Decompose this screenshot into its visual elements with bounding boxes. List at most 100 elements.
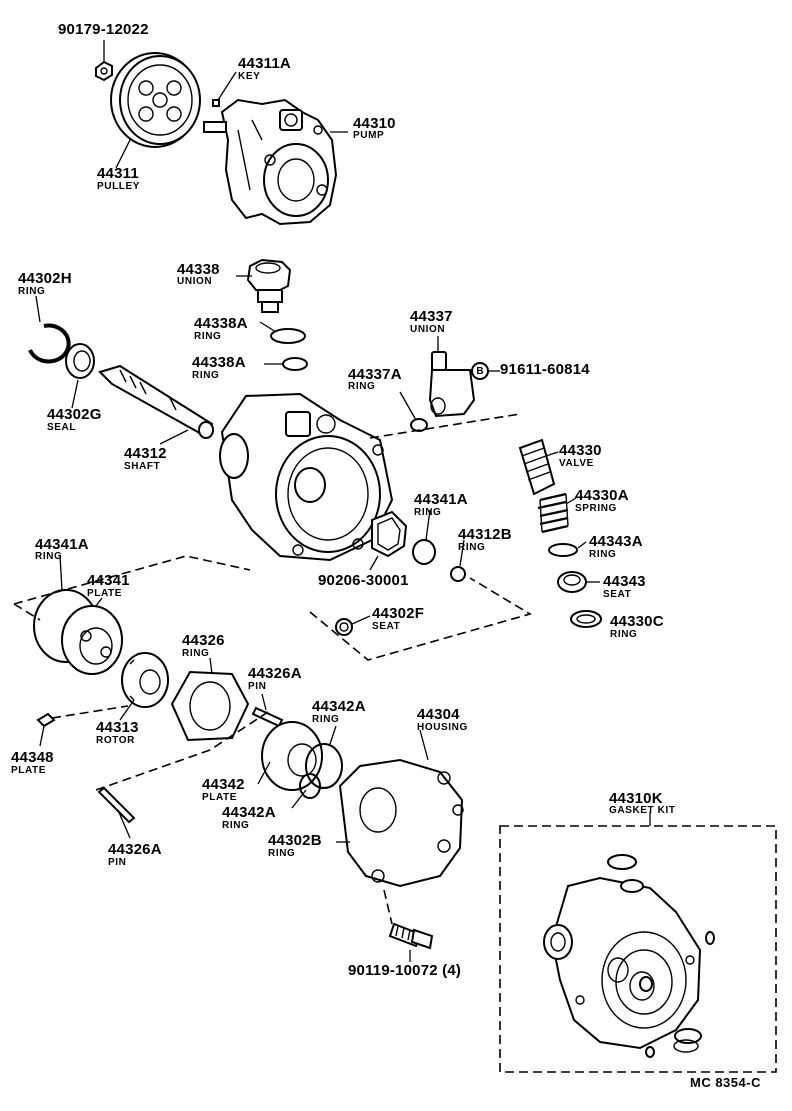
pump-body	[219, 392, 394, 562]
o-ring-44342a-small	[299, 773, 321, 799]
label-part-p13-name: SHAFT	[124, 461, 161, 472]
nut-90179-12022	[95, 60, 113, 82]
label-part-p24-name: PLATE	[87, 588, 123, 599]
label-part-p12-number: 44302G	[47, 406, 102, 423]
gasket-90206-30001	[371, 510, 408, 558]
label-part-p1-number: 90179-12022	[58, 21, 149, 38]
label-part-p11-name: RING	[348, 381, 376, 392]
label-part-p29-name: ROTOR	[96, 735, 135, 746]
label-part-p32-name: RING	[222, 820, 250, 831]
cam-ring-44326	[170, 670, 250, 742]
label-part-p21-number: 44302F	[372, 605, 425, 622]
label-part-p18-name: RING	[589, 549, 617, 560]
label-part-p3-name: PUMP	[353, 130, 385, 141]
o-ring-44342a-large	[305, 743, 343, 789]
label-part-p4-number: 44311	[97, 165, 139, 182]
rotor-44313	[121, 652, 169, 708]
label-part-p31-name: PLATE	[202, 792, 238, 803]
label-part-p32-number: 44342A	[222, 804, 276, 821]
label-part-p12-name: SEAL	[47, 422, 77, 433]
label-part-p4-name: PULLEY	[97, 181, 141, 192]
label-part-p20-number: 90206-30001	[318, 572, 409, 589]
label-part-p27-name: RING	[312, 714, 340, 725]
oil-seal-44302g	[65, 343, 95, 379]
housing-44304	[338, 758, 464, 888]
label-part-p16-number: 44341A	[414, 491, 468, 508]
assembly-dashed-lines	[13, 413, 532, 925]
label-part-p2-name: KEY	[238, 71, 261, 82]
label-part-p13-number: 44312	[124, 445, 167, 462]
label-part-p5-number: 44302H	[18, 270, 72, 287]
label-part-p24-number: 44341	[87, 572, 130, 589]
ring-44330c	[570, 610, 602, 628]
label-part-p22-name: RING	[610, 629, 638, 640]
pin-44326a-lower	[97, 786, 136, 824]
label-part-p15-name: SPRING	[575, 503, 617, 514]
label-part-p30-name: PLATE	[11, 765, 47, 776]
label-part-p23-number: 44341A	[35, 536, 89, 553]
label-part-p35-name: PIN	[108, 857, 127, 868]
label-part-p31-number: 44342	[202, 776, 245, 793]
o-ring-44343a	[548, 543, 578, 557]
snap-ring-44302h	[28, 323, 71, 364]
label-part-p9-name: UNION	[410, 324, 446, 335]
label-part-p22-number: 44330C	[610, 613, 664, 630]
valve-44330	[518, 438, 556, 496]
label-part-p7-number: 44338A	[194, 315, 248, 332]
union-44337	[428, 351, 476, 418]
label-part-p28-number: 44304	[417, 706, 460, 723]
label-part-p5-name: RING	[18, 286, 46, 297]
o-ring-44338a-upper	[270, 328, 306, 344]
plate-44348	[36, 712, 56, 728]
seat-44302f	[335, 618, 353, 636]
label-part-p21-name: SEAT	[372, 621, 401, 632]
label-part-p17-name: RING	[458, 542, 486, 553]
label-part-p33-number: 44302B	[268, 832, 322, 849]
pulley-44311	[110, 52, 201, 148]
label-part-p26-name: PIN	[248, 681, 267, 692]
drawing-code: MC 8354-C	[690, 1075, 761, 1090]
label-part-p34-number: 44310K	[609, 790, 663, 807]
label-part-p19-number: 44343	[603, 573, 646, 590]
pump-assembly-44310	[203, 98, 338, 226]
marker-b-label: B	[476, 366, 484, 377]
label-part-p6-number: 44338	[177, 261, 220, 278]
key-44311a	[212, 99, 220, 107]
label-part-p7-name: RING	[194, 331, 222, 342]
label-part-p26-number: 44326A	[248, 665, 302, 682]
label-part-p25-number: 44326	[182, 632, 225, 649]
union-44338	[246, 258, 292, 313]
pin-44326a-upper	[251, 706, 284, 728]
gasket-kit-parts	[543, 854, 715, 1058]
shaft-44312	[98, 364, 214, 439]
label-part-p33-name: RING	[268, 848, 296, 859]
gasket-kit-44310k-box	[499, 825, 777, 1073]
label-part-p2-number: 44311A	[238, 55, 291, 72]
label-part-p36-number: 90119-10072 (4)	[348, 962, 462, 979]
label-part-p3-number: 44310	[353, 115, 396, 132]
label-part-p14-number: 44330	[559, 442, 602, 459]
o-ring-44338a-lower	[282, 357, 308, 371]
label-part-p35-number: 44326A	[108, 841, 162, 858]
label-part-p11-number: 44337A	[348, 366, 402, 383]
label-part-p28-name: HOUSING	[417, 722, 468, 733]
label-part-p27-number: 44342A	[312, 698, 366, 715]
label-part-p9-number: 44337	[410, 308, 453, 325]
label-part-p25-name: RING	[182, 648, 210, 659]
label-part-p16-name: RING	[414, 507, 442, 518]
label-part-p18-number: 44343A	[589, 533, 643, 550]
label-part-p10-number: 91611-60814	[500, 361, 590, 378]
seat-44343	[557, 571, 587, 593]
label-part-p15-number: 44330A	[575, 487, 629, 504]
o-ring-44312b	[450, 566, 466, 582]
label-part-p8-name: RING	[192, 370, 220, 381]
plate-44342	[261, 721, 323, 791]
label-part-p19-name: SEAT	[603, 589, 632, 600]
label-part-p6-name: UNION	[177, 276, 213, 287]
plate-44341	[33, 589, 123, 675]
label-part-p30-number: 44348	[11, 749, 54, 766]
o-ring-44337a	[410, 418, 428, 432]
leader-lines	[35, 40, 651, 962]
